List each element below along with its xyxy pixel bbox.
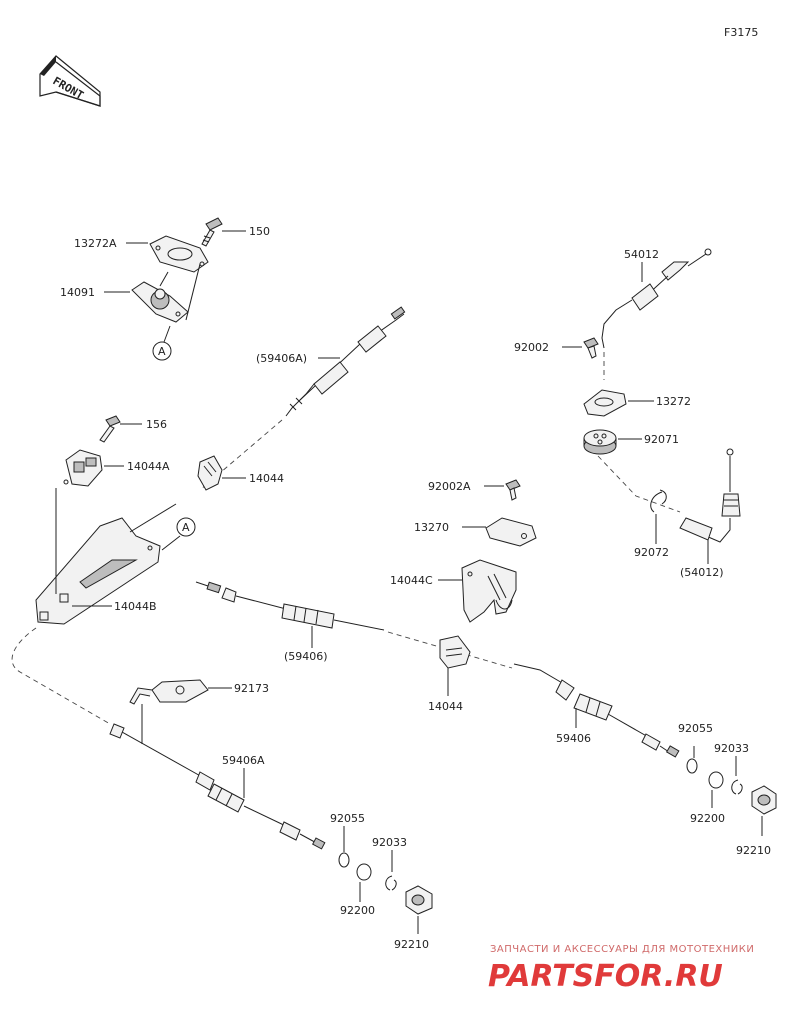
cable-54012	[601, 248, 712, 349]
callout-92002A: 92002A	[428, 480, 471, 493]
oring-92055-right	[686, 758, 698, 774]
callout-59406A: 59406A	[222, 754, 265, 767]
washer-92033-left	[385, 875, 397, 891]
callout-92210-left: 92210	[394, 938, 429, 951]
bolt-150	[201, 217, 223, 247]
callout-92071: 92071	[644, 433, 679, 446]
ref-a-top: A	[158, 345, 166, 358]
callout-92055-left: 92055	[330, 812, 365, 825]
callout-14091: 14091	[60, 286, 95, 299]
callout-92002: 92002	[514, 341, 549, 354]
callout-13272: 13272	[656, 395, 691, 408]
callout-92210-right: 92210	[736, 844, 771, 857]
callout-14044-top: 14044	[249, 472, 284, 485]
ref-circle-a-top	[152, 341, 172, 361]
clip-92072	[650, 489, 667, 513]
plate-13272	[583, 389, 627, 417]
callout-14044B: 14044B	[114, 600, 157, 613]
callout-156: 156	[146, 418, 167, 431]
bracket-14044A	[63, 449, 103, 487]
nut-92210-right	[751, 785, 777, 815]
nut-92210-left	[405, 885, 433, 915]
callout-92173: 92173	[234, 682, 269, 695]
gasket-13270	[485, 517, 537, 547]
pivot-14091	[131, 281, 189, 323]
callout-14044C: 14044C	[390, 574, 433, 587]
front-arrow-icon: FRONT	[39, 55, 101, 107]
callout-92072: 92072	[634, 546, 669, 559]
callout-92055-right: 92055	[678, 722, 713, 735]
cable-59406-upper	[195, 581, 385, 631]
callout-14044-mid: 14044	[428, 700, 463, 713]
callout-14044A: 14044A	[127, 460, 170, 473]
callout-92200-right: 92200	[690, 812, 725, 825]
ref-a-mid: A	[182, 521, 190, 534]
callout-92200-left: 92200	[340, 904, 375, 917]
bolt-92002	[583, 337, 599, 359]
svg-text:ЗАПЧАСТИ И АКСЕССУАРЫ ДЛЯ МОТО: ЗАПЧАСТИ И АКСЕССУАРЫ ДЛЯ МОТОТЕХНИКИ	[490, 944, 754, 955]
svg-text:PARTSFOR.RU: PARTSFOR.RU	[488, 959, 723, 994]
bracket-92173	[129, 679, 209, 705]
clamp-14044-top	[197, 455, 223, 491]
callout-59406: 59406	[556, 732, 591, 745]
cable-59406A-lower	[109, 723, 326, 850]
bracket-14044B	[35, 517, 161, 625]
callout-13272A: 13272A	[74, 237, 117, 250]
callout-59406A-paren: (59406A)	[256, 352, 307, 365]
callout-92033-right: 92033	[714, 742, 749, 755]
clamp-14044-mid	[439, 635, 471, 669]
washer-92033-right	[731, 779, 743, 795]
bracket-14044C	[461, 559, 517, 623]
callout-150: 150	[249, 225, 270, 238]
washer-92200-right	[708, 771, 724, 789]
cable-59406-lower	[513, 663, 680, 758]
cable-54012-end	[679, 448, 741, 543]
callout-54012: 54012	[624, 248, 659, 261]
washer-92200-left	[356, 863, 372, 881]
ref-circle-a-mid	[176, 517, 196, 537]
gasket-13272A	[149, 235, 209, 273]
callout-59406-paren: (59406)	[284, 650, 328, 663]
callout-54012-paren: (54012)	[680, 566, 724, 579]
callout-92033-left: 92033	[372, 836, 407, 849]
oring-92055-left	[338, 852, 350, 868]
figure-id: F3175	[724, 26, 758, 39]
cable-59406A-upper	[285, 306, 406, 417]
grommet-92071	[583, 429, 617, 455]
watermark-logo: ЗАПЧАСТИ И АКСЕССУАРЫ ДЛЯ МОТОТЕХНИКИ PA…	[488, 944, 754, 994]
callout-13270: 13270	[414, 521, 449, 534]
bolt-156	[99, 415, 121, 443]
bolt-92002A	[505, 479, 521, 501]
